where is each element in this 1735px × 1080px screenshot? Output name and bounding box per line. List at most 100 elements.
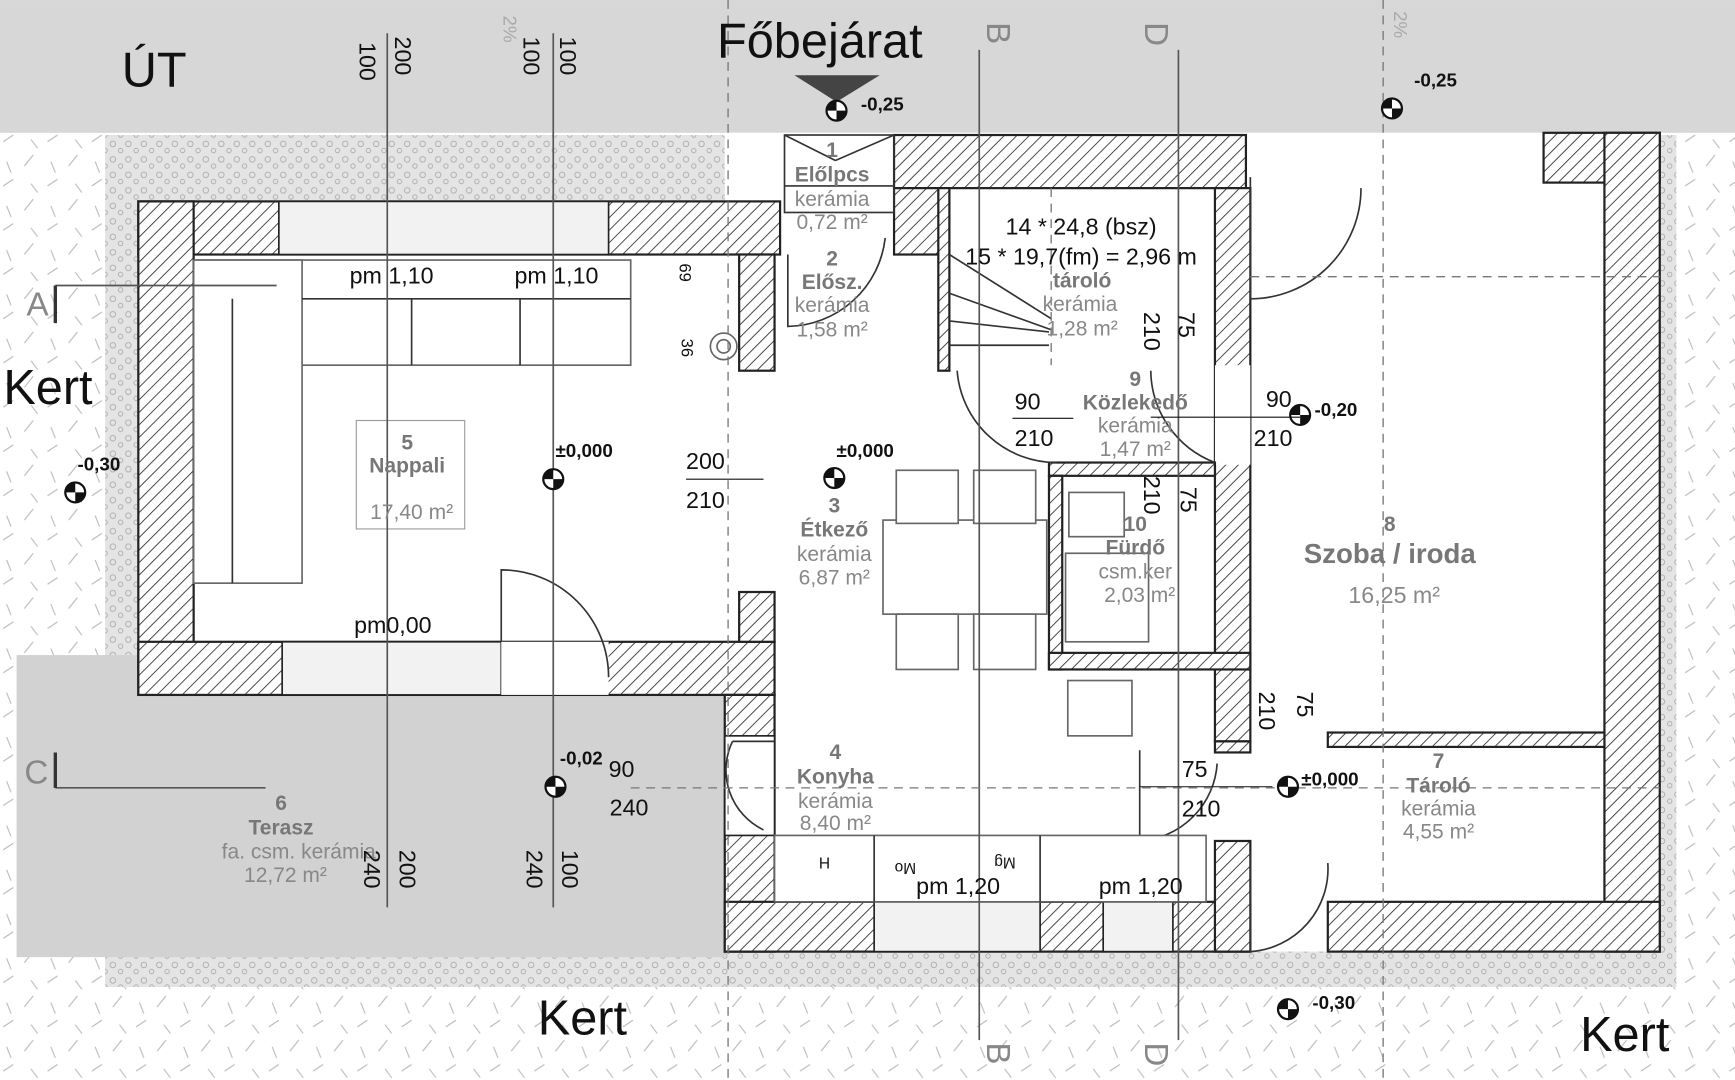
svg-text:pm0,00: pm0,00: [354, 612, 431, 638]
svg-text:1: 1: [826, 139, 838, 162]
svg-text:5: 5: [401, 431, 413, 454]
svg-text:1,58 m²: 1,58 m²: [796, 318, 867, 341]
nappali-label-box: [355, 419, 466, 530]
svg-text:Közlekedő: Közlekedő: [1083, 391, 1188, 414]
svg-text:kerámia: kerámia: [1098, 415, 1173, 438]
svg-text:csm.ker: csm.ker: [1098, 561, 1172, 584]
svg-text:4,55 m²: 4,55 m²: [1403, 821, 1474, 844]
level-etkezo: ±0,000: [837, 440, 894, 461]
svg-text:75: 75: [1292, 692, 1318, 718]
room-7-label: 7 Tároló kerámia 4,55 m²: [1401, 750, 1476, 844]
svg-text:12,72 m²: 12,72 m²: [244, 864, 327, 887]
svg-text:1,47 m²: 1,47 m²: [1100, 438, 1171, 461]
garden-left-label: Kert: [3, 361, 93, 415]
svg-text:kerámia: kerámia: [795, 188, 870, 211]
furniture: [192, 259, 1207, 903]
entrance-arrow-icon: [794, 75, 880, 102]
svg-text:6: 6: [275, 792, 287, 815]
svg-text:69: 69: [675, 263, 694, 281]
svg-text:6,87 m²: 6,87 m²: [799, 566, 870, 589]
room-9-label: 9 Közlekedő kerámia 1,47 m²: [1083, 368, 1188, 461]
svg-text:240: 240: [522, 850, 548, 889]
svg-text:tároló: tároló: [1053, 270, 1112, 293]
svg-text:9: 9: [1129, 368, 1141, 391]
svg-text:10: 10: [1124, 513, 1147, 536]
svg-text:75: 75: [1176, 487, 1202, 513]
road-band: [0, 0, 1735, 133]
level-taroló-door: ±0,000: [1301, 769, 1358, 790]
svg-text:kerámia: kerámia: [1401, 798, 1476, 821]
section-c: C: [24, 754, 48, 791]
svg-text:200: 200: [686, 448, 725, 474]
svg-text:200: 200: [390, 37, 416, 76]
svg-text:240: 240: [610, 795, 649, 821]
svg-text:2%: 2%: [1390, 11, 1411, 38]
svg-text:fa. csm. kerámia: fa. csm. kerámia: [222, 841, 376, 864]
room-3-label: 3 Étkező kerámia 6,87 m²: [797, 494, 872, 589]
svg-text:210: 210: [686, 487, 725, 513]
svg-text:Nappali: Nappali: [369, 455, 445, 478]
room-10-label: 10 Fürdő csm.ker 2,03 m²: [1098, 513, 1175, 607]
svg-text:75: 75: [1173, 312, 1199, 338]
svg-text:Fürdő: Fürdő: [1106, 536, 1166, 559]
svg-text:pm 1,20: pm 1,20: [916, 873, 1000, 899]
entrance-stair: [783, 134, 895, 214]
stair-spec-2: 15 * 19,7(fm) = 2,96 m: [965, 243, 1197, 269]
room-6-label: 6 Terasz fa. csm. kerámia 12,72 m²: [222, 792, 376, 887]
svg-text:Terasz: Terasz: [249, 816, 314, 839]
svg-text:200: 200: [394, 850, 420, 889]
svg-text:kerámia: kerámia: [1043, 293, 1118, 316]
room-2-label: 2 Elősz. kerámia 1,58 m²: [795, 248, 870, 342]
room-4-label: 4 Konyha kerámia 8,40 m²: [797, 741, 874, 835]
section-b-bottom: B: [979, 1042, 1016, 1064]
svg-text:7: 7: [1433, 750, 1445, 773]
svg-text:Előlpcs: Előlpcs: [795, 163, 870, 186]
svg-text:0,72 m²: 0,72 m²: [796, 211, 867, 234]
svg-text:90: 90: [609, 756, 635, 782]
level-markers: [64, 97, 1404, 1021]
svg-text:8: 8: [1384, 513, 1396, 536]
svg-text:Étkező: Étkező: [800, 519, 868, 542]
svg-text:4: 4: [830, 741, 842, 764]
svg-text:Tároló: Tároló: [1406, 774, 1470, 797]
terrace-area: [16, 655, 725, 958]
stair-spec-1: 14 * 24,8 (bsz): [1006, 214, 1157, 240]
svg-text:90: 90: [1266, 386, 1292, 412]
svg-text:Konyha: Konyha: [797, 765, 874, 788]
section-d-top: D: [1137, 22, 1174, 46]
svg-text:100: 100: [355, 42, 381, 81]
svg-text:kerámia: kerámia: [797, 543, 872, 566]
interior-stair: [948, 188, 1052, 366]
svg-text:8,40 m²: 8,40 m²: [800, 812, 871, 835]
svg-text:16,25 m²: 16,25 m²: [1348, 582, 1440, 608]
level-left: -0,30: [77, 453, 120, 474]
svg-text:pm 1,10: pm 1,10: [350, 262, 434, 288]
hob-label: H: [819, 856, 830, 873]
storage-label: tároló kerámia 1,28 m²: [1043, 270, 1118, 341]
svg-text:Elősz.: Elősz.: [802, 271, 863, 294]
svg-text:Szoba / iroda: Szoba / iroda: [1304, 538, 1477, 569]
svg-text:100: 100: [555, 37, 581, 76]
level-entrance: -0,25: [861, 94, 904, 115]
svg-text:100: 100: [557, 850, 583, 889]
svg-text:210: 210: [1182, 796, 1221, 822]
svg-text:1,28 m²: 1,28 m²: [1047, 317, 1118, 340]
section-b-top: B: [979, 22, 1016, 44]
svg-text:2: 2: [826, 248, 838, 271]
svg-text:3: 3: [828, 494, 840, 517]
garden-right-label: Kert: [1580, 1008, 1670, 1062]
svg-text:kerámia: kerámia: [795, 294, 870, 317]
svg-text:90: 90: [1015, 388, 1041, 414]
section-d-bottom: D: [1137, 1042, 1174, 1066]
svg-text:210: 210: [1254, 425, 1293, 451]
room-8-label: 8 Szoba / iroda 16,25 m²: [1304, 513, 1477, 608]
svg-text:pm 1,20: pm 1,20: [1099, 873, 1183, 899]
level-nappali: ±0,000: [555, 440, 612, 461]
svg-text:210: 210: [1139, 476, 1165, 515]
svg-text:210: 210: [1139, 312, 1165, 351]
section-a: A: [27, 286, 50, 323]
svg-text:2%: 2%: [499, 16, 520, 43]
svg-text:pm 1,10: pm 1,10: [515, 262, 599, 288]
road-label: ÚT: [122, 43, 187, 97]
